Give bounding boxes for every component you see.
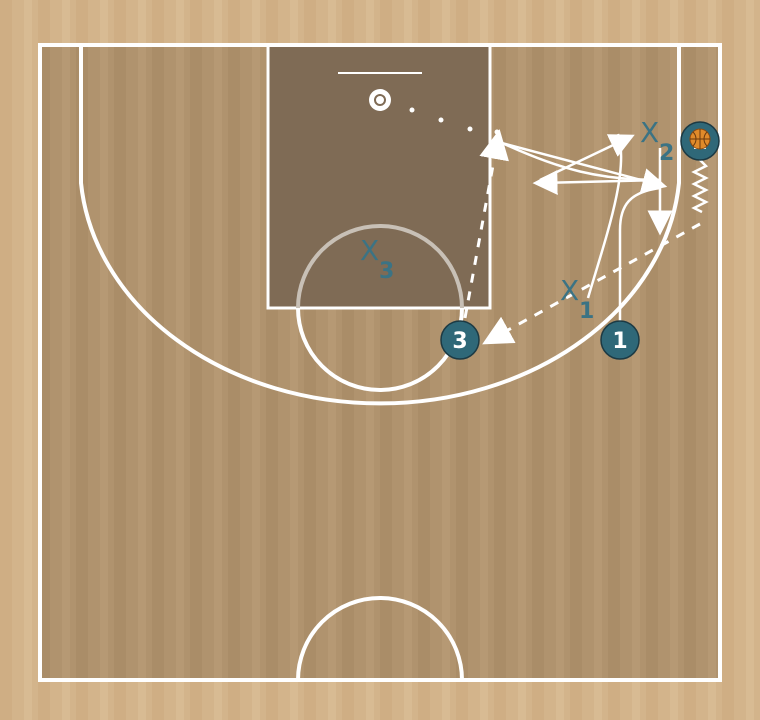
player-3[interactable]: 3	[440, 320, 480, 360]
defender-x3-sub: 3	[379, 259, 394, 284]
pass-2-to-3	[482, 222, 701, 345]
defender-x1-letter: X	[560, 274, 579, 307]
defender-x3[interactable]: X 3	[360, 234, 394, 284]
player-3-number: 3	[452, 329, 467, 354]
basket-icon	[369, 89, 391, 111]
defender-x1-sub: 1	[579, 299, 594, 324]
pass-3-cut	[463, 129, 509, 319]
player-1[interactable]: 1	[600, 320, 640, 360]
cut-d	[539, 134, 635, 182]
basketball-icon	[689, 128, 711, 150]
paint	[268, 45, 490, 308]
center-circle	[296, 596, 464, 681]
dribble-line	[691, 157, 709, 214]
lane-lines	[266, 43, 492, 310]
defender-x2-sub: 2	[659, 141, 674, 166]
player-2[interactable]: 2	[680, 121, 720, 161]
free-throw-circle-top	[296, 224, 464, 309]
three-point-line	[79, 45, 681, 406]
cut-p1	[618, 186, 661, 322]
cut-a	[497, 140, 668, 193]
defender-x2-letter: X	[640, 116, 659, 149]
defender-x1[interactable]: X 1	[560, 274, 594, 324]
defender-x3-letter: X	[360, 234, 379, 267]
player-1-number: 1	[612, 329, 627, 354]
cut-lines	[497, 133, 673, 322]
cut-c	[532, 170, 661, 196]
cut-x1	[586, 133, 623, 299]
pass-lines	[463, 129, 701, 345]
defender-x2[interactable]: X 2	[640, 116, 674, 166]
